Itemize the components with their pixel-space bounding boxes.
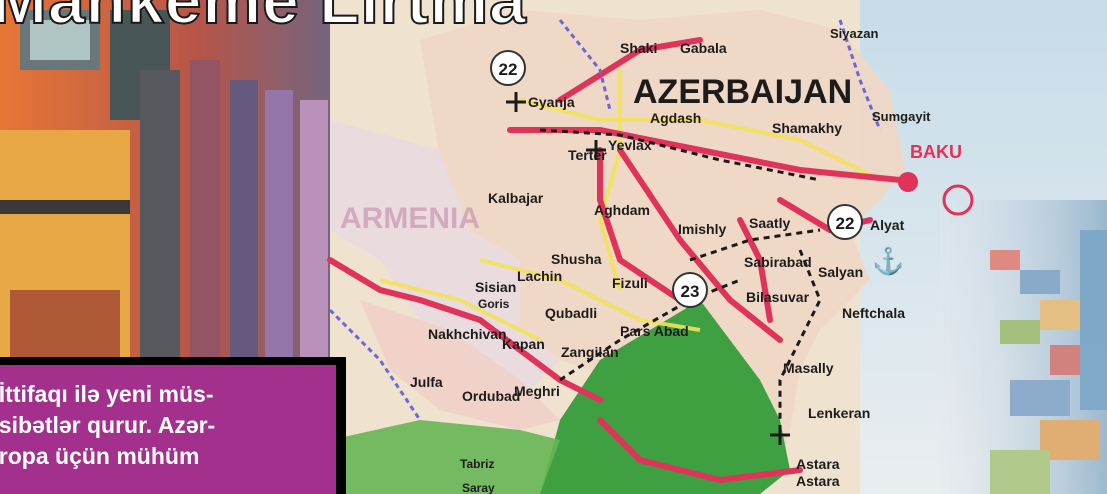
road-shield-2: 22	[827, 204, 863, 240]
neighbor-label: ARMENIA	[340, 202, 480, 235]
city-label: Tabriz	[460, 457, 494, 471]
city-label: Ordubad	[462, 388, 520, 404]
iran-territory-west	[330, 420, 560, 494]
anchor-icon: ⚓	[872, 246, 904, 276]
city-label: Neftchala	[842, 305, 905, 321]
city-label: Kapan	[502, 336, 545, 352]
city-label: Imishly	[678, 221, 726, 237]
city-label: Lachin	[517, 268, 562, 284]
svg-text:22: 22	[836, 214, 855, 233]
city-label: Siyazan	[830, 26, 878, 41]
city-label: Pars Abad	[620, 323, 689, 339]
road-shield-3: 23	[672, 272, 708, 308]
svg-text:22: 22	[499, 60, 518, 79]
caption-line-1: ı İttifaqı ilə yeni müs-	[0, 381, 214, 407]
airport-icon	[506, 92, 790, 445]
city-label: Aghdam	[594, 202, 650, 218]
city-label: Goris	[478, 297, 510, 311]
city-label: Lenkeran	[808, 405, 870, 421]
city-label: Meghri	[514, 383, 560, 399]
caption-panel: ı İttifaqı ilə yeni müs- asibətlər qurur…	[0, 365, 336, 494]
city-label: Kalbajar	[488, 190, 544, 206]
city-label: Zangilan	[561, 344, 619, 360]
city-label: Saatly	[749, 215, 790, 231]
city-label: Sisian	[475, 279, 516, 295]
city-label: Bilasuvar	[746, 289, 810, 305]
city-labels: Shaki Gabala Siyazan Gyanja Agdash Shama…	[410, 26, 931, 494]
city-label: Agdash	[650, 110, 701, 126]
capital-label: BAKU	[910, 142, 962, 162]
caption-box: ı İttifaqı ilə yeni müs- asibətlər qurur…	[0, 357, 346, 494]
city-label: Salyan	[818, 264, 863, 280]
city-label: Saray	[462, 481, 495, 494]
headline: Mahkeme Lirtma	[0, 0, 527, 38]
country-label: AZERBAIJAN	[633, 73, 852, 111]
city-label: Yevlax	[608, 137, 652, 153]
nakhchivan-territory	[360, 300, 560, 430]
port-photo	[940, 200, 1107, 494]
city-label: Sabirabad	[744, 254, 812, 270]
rail-dashed	[539, 128, 822, 420]
city-label: Gyanja	[528, 94, 575, 110]
city-label: Nakhchivan	[428, 326, 507, 342]
svg-text:23: 23	[681, 282, 700, 301]
city-label: Qubadli	[545, 305, 597, 321]
city-label: Sumgayit	[872, 109, 931, 124]
roads	[379, 70, 881, 342]
city-label: Shusha	[551, 251, 602, 267]
city-label: Masally	[783, 360, 834, 376]
caption-line-3: vropa üçün mühüm	[0, 443, 200, 469]
baku-port-marker	[942, 184, 974, 216]
road-shield-1: 22	[490, 50, 526, 86]
city-label: Astara	[796, 456, 840, 472]
city-label: Fizuli	[612, 275, 648, 291]
city-label: Gabala	[680, 40, 727, 56]
iran-territory	[540, 300, 790, 494]
armenia-territory	[330, 120, 560, 400]
baku-marker	[898, 172, 918, 192]
city-label: Alyat	[870, 217, 905, 233]
city-label: Shaki	[620, 40, 657, 56]
city-label: Shamakhy	[772, 120, 842, 136]
caption-line-2: asibətlər qurur. Azər-	[0, 412, 216, 438]
city-label: Astara	[796, 473, 840, 489]
boundaries	[328, 19, 882, 421]
city-label: Julfa	[410, 374, 443, 390]
